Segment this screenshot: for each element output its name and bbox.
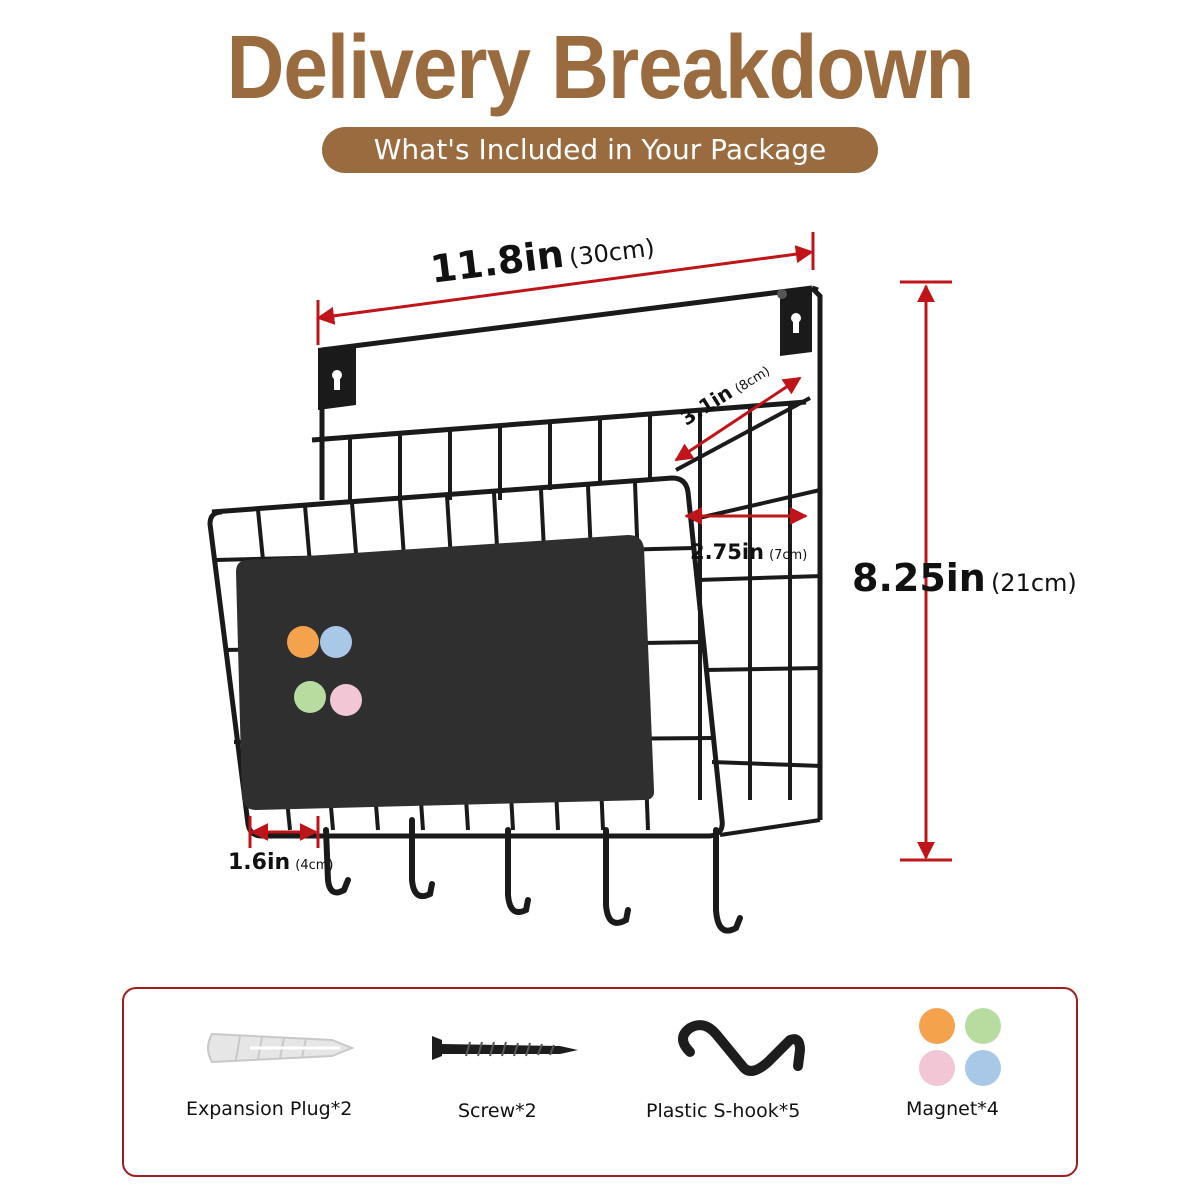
hook-spacing-alt: (4cm) — [295, 858, 334, 873]
dimension-arrows — [248, 232, 952, 862]
s-hook-icon — [678, 1020, 805, 1076]
screw-icon — [432, 1036, 578, 1060]
expansion-plug-icon — [207, 1032, 355, 1064]
package-item-label: Expansion Plug*2 — [186, 1098, 353, 1120]
page-title: Delivery Breakdown — [226, 17, 975, 118]
chalkboard — [236, 535, 655, 810]
hook-spacing-label: 1.6in (4cm) — [228, 850, 334, 875]
front-basket — [207, 475, 725, 839]
hook-spacing-value: 1.6in — [228, 850, 291, 875]
height-value: 8.25in — [852, 556, 986, 600]
subtitle-badge: What's Included in Your Package — [322, 127, 878, 173]
package-item-label: Screw*2 — [458, 1100, 537, 1122]
depth-inner-label: 2.75in (7cm) — [690, 540, 807, 564]
height-alt: (21cm) — [990, 569, 1077, 597]
package-item-label: Plastic S-hook*5 — [646, 1100, 801, 1122]
depth-inner-alt: (7cm) — [769, 548, 808, 563]
package-item-label: Magnet*4 — [906, 1098, 999, 1120]
package-contents-box — [122, 987, 1078, 1177]
board-magnets — [287, 626, 362, 716]
hooks — [323, 817, 743, 934]
depth-inner-value: 2.75in — [690, 540, 764, 564]
height-label: 8.25in (21cm) — [852, 556, 1077, 600]
magnet-icon — [919, 1008, 1001, 1086]
